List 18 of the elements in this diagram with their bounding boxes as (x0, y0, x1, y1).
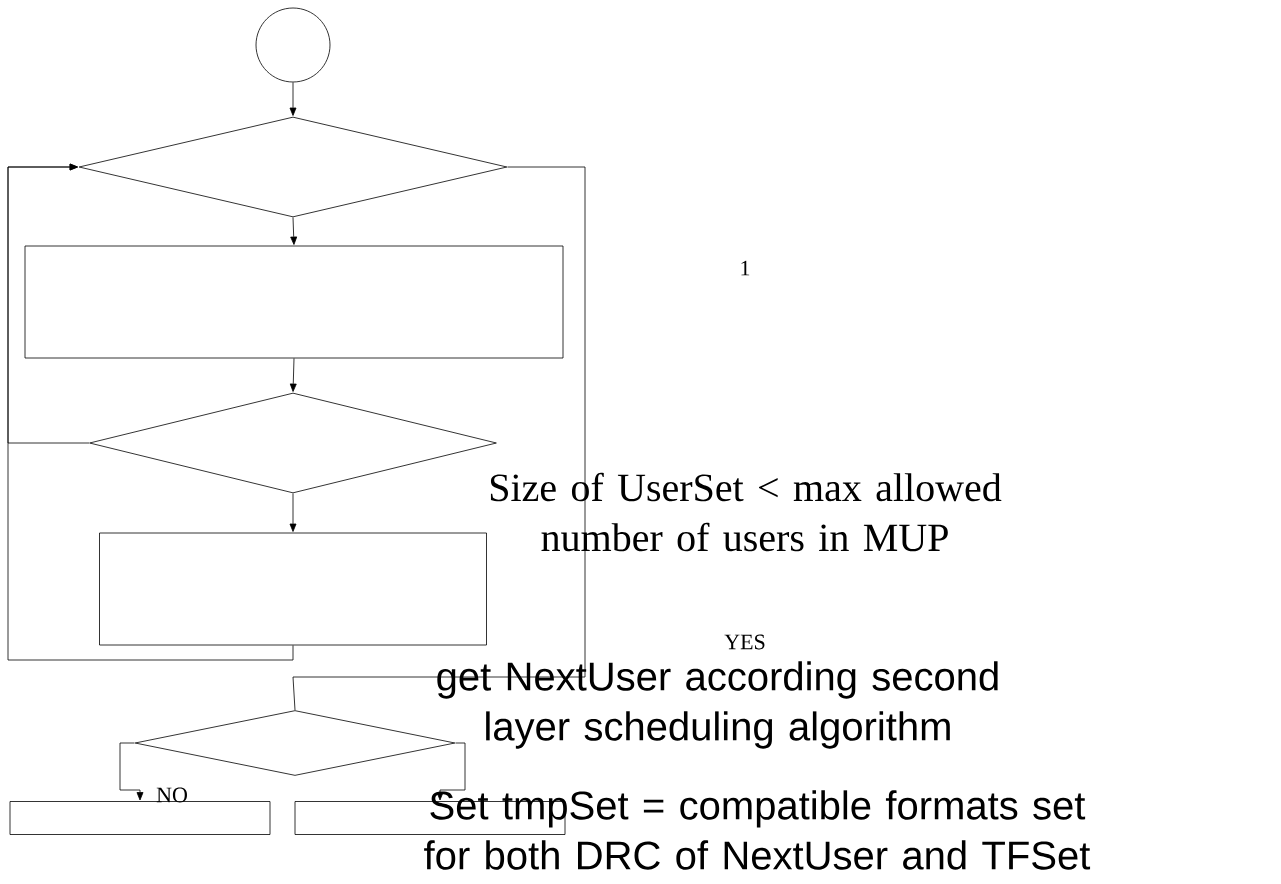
branch-label: YES (724, 634, 765, 650)
arrow (289, 493, 297, 532)
arrow (7, 163, 90, 444)
arrow (289, 82, 297, 116)
process-box (99, 532, 487, 646)
arrow (290, 217, 298, 245)
decision-diamond (134, 710, 456, 776)
decision-diamond (78, 116, 508, 218)
process-box (24, 245, 564, 359)
step-text: get NextUser according second layer scheduling algorithm (437, 661, 998, 749)
arrow (289, 358, 297, 392)
one-label: 1 (741, 260, 750, 276)
process-box (9, 801, 271, 835)
start-circle (255, 7, 331, 83)
arrow (119, 742, 144, 801)
condition-text: Size of UserSet < max allowed number of users in MUP (490, 472, 1002, 552)
branch-label: NO (156, 787, 187, 803)
arrow (436, 742, 466, 801)
